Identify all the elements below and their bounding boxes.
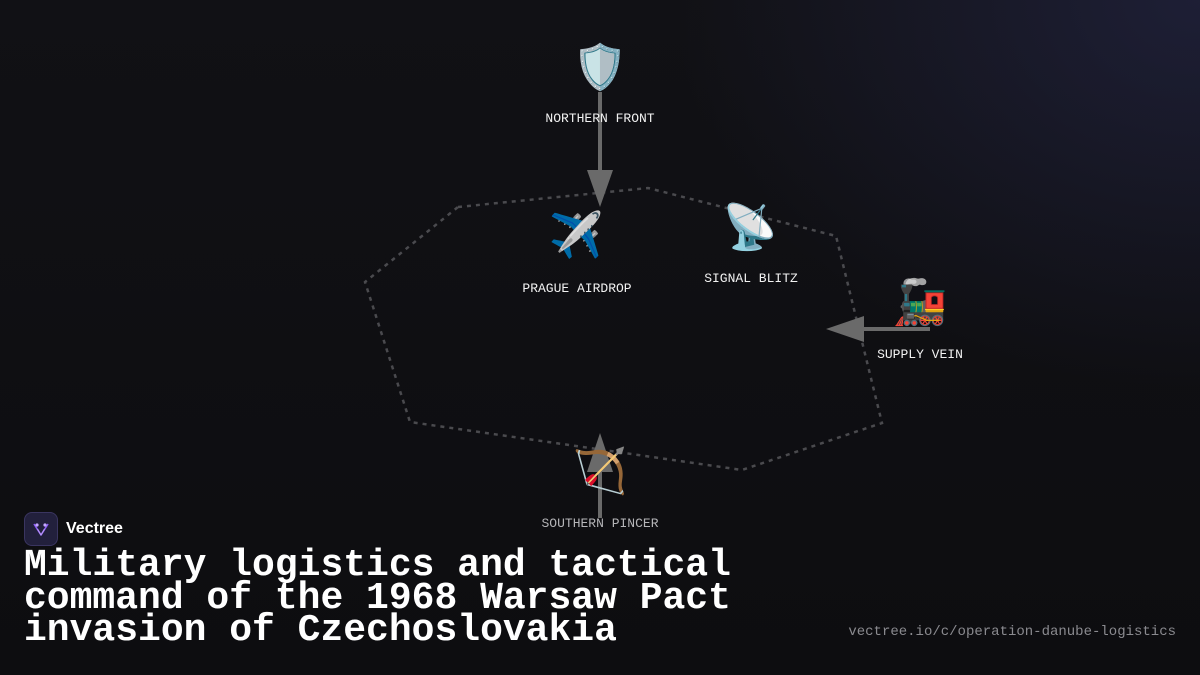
node-label-supply-vein: SUPPLY VEIN <box>877 347 963 362</box>
shield-icon[interactable]: 🛡️ <box>572 42 628 93</box>
node-label-southern-pincer: SOUTHERN PINCER <box>541 516 659 531</box>
vectree-logo-icon <box>24 512 58 546</box>
arrowhead-southern-pincer <box>587 433 613 472</box>
node-label-northern-front: NORTHERN FRONT <box>545 111 655 126</box>
node-label-prague-airdrop: PRAGUE AIRDROP <box>522 281 632 296</box>
arrowhead-supply-vein <box>826 316 864 342</box>
brand[interactable]: Vectree <box>24 512 123 546</box>
page-title: Military logistics and tactical command … <box>24 544 731 652</box>
satellite-dish-icon[interactable]: 📡 <box>722 202 778 253</box>
source-url[interactable]: vectree.io/c/operation-danube-logistics <box>848 624 1176 640</box>
node-label-signal-blitz: SIGNAL BLITZ <box>704 271 798 286</box>
group-outline <box>363 186 884 472</box>
locomotive-icon[interactable]: 🚂 <box>892 277 948 328</box>
airplane-icon[interactable]: ✈️ <box>548 210 604 261</box>
bow-and-arrow-icon[interactable]: 🏹 <box>572 446 628 497</box>
arrowhead-northern-front <box>587 170 613 207</box>
brand-name: Vectree <box>66 520 123 537</box>
